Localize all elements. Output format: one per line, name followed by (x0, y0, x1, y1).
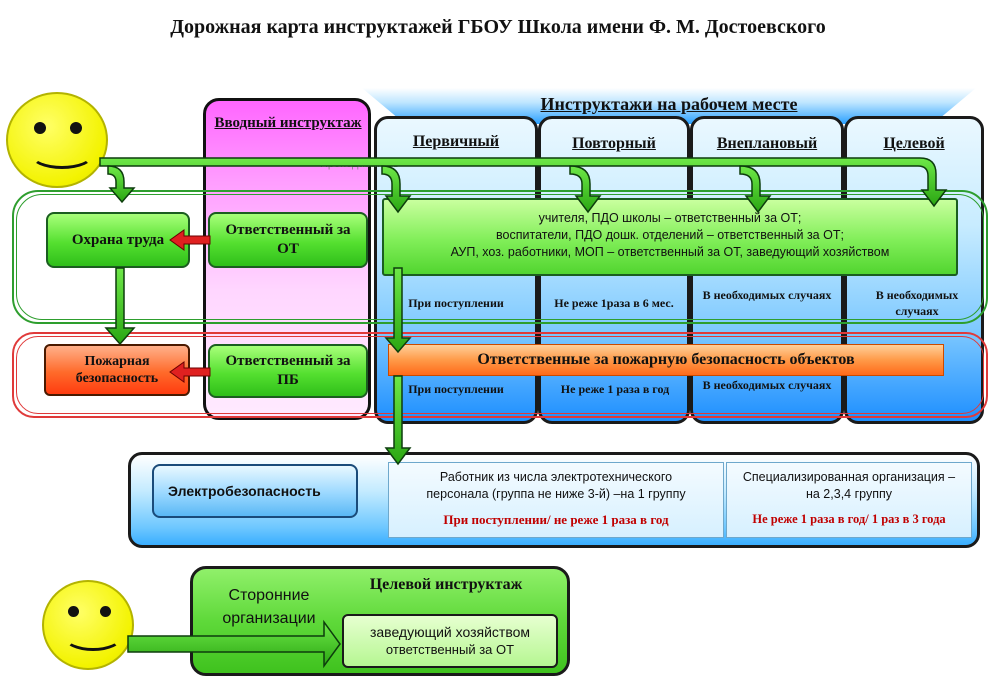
column-header-unscheduled: Внеплановый (716, 135, 818, 152)
fire-safety-band-inner (16, 336, 984, 414)
red-arrows (169, 229, 211, 383)
column-header-targeted: Целевой (883, 135, 945, 152)
external-organizations: Сторонние организации (222, 587, 316, 628)
electrical-left-info: Работник из числа электротехнического пе… (388, 462, 724, 538)
vertical-arrows (104, 267, 412, 466)
electrical-right-text: Специализированная организация – на 2,3,… (742, 470, 956, 501)
branch-arrows (107, 165, 772, 214)
fire-safety-box: Пожарная безопасность (44, 344, 190, 396)
ot-freq-unscheduled: В необходимых случаях (702, 288, 832, 302)
page-title: Дорожная карта инструктажей ГБОУ Школа и… (170, 16, 826, 38)
target-arrow (127, 619, 341, 669)
main-arrow-line (99, 157, 948, 208)
smiley-icon-bottom (42, 580, 134, 670)
column-header-repeated: Повторный (572, 135, 656, 152)
target-line-2: ответственный за ОТ (385, 642, 515, 657)
labor-protection-box: Охрана труда (46, 212, 190, 268)
ot-freq-repeated: Не реже 1раза в 6 мес. (554, 296, 674, 310)
electrical-left-text: Работник из числа электротехнического пе… (426, 470, 686, 501)
ot-text-line-2: воспитатели, ПДО дошк. отделений – ответ… (496, 227, 844, 242)
smiley-icon-top (6, 92, 108, 188)
electrical-right-info: Специализированная организация – на 2,3,… (726, 462, 972, 538)
fire-safety-responsible-bar: Ответственные за пожарную безопасность о… (388, 344, 944, 376)
pb-responsible-box: Ответственный за ПБ (208, 344, 368, 398)
electrical-right-freq: Не реже 1 раза в год/ 1 раз в 3 года (752, 511, 946, 526)
pb-freq-unscheduled: В необходимых случаях (702, 378, 832, 392)
fire-safety-band (12, 332, 988, 418)
pb-freq-primary: При поступлении (408, 382, 504, 396)
target-line-1: заведующий хозяйством (369, 624, 531, 640)
ot-text-line-3: АУП, хоз. работники, МОП – ответственный… (450, 244, 890, 259)
ot-responsible-box: Ответственный за ОТ (208, 212, 368, 268)
electrical-left-freq: При поступлении/ не реже 1 раза в год (443, 511, 669, 527)
labor-protection-band-inner (16, 194, 984, 320)
ot-responsibility-box: учителя, ПДО школы – ответственный за ОТ… (382, 198, 958, 276)
labor-protection-band (12, 190, 988, 324)
target-briefing-header: Целевой инструктаж (369, 576, 523, 593)
workplace-header: Инструктажи на рабочем месте (540, 94, 798, 114)
intro-header: Вводный инструктаж (214, 115, 362, 131)
column-header-primary: Первичный (412, 133, 500, 150)
electrical-safety-box: Электробезопасность (152, 464, 358, 518)
ot-freq-primary: При поступлении (408, 296, 504, 310)
pb-freq-repeated: Не реже 1 раза в год (560, 382, 670, 396)
ot-freq-targeted: В необходимых случаях (875, 288, 959, 318)
target-responsible-box: заведующий хозяйством ответственный за О… (342, 614, 558, 668)
ot-text-line-1: учителя, ПДО школы – ответственный за ОТ… (538, 211, 802, 225)
